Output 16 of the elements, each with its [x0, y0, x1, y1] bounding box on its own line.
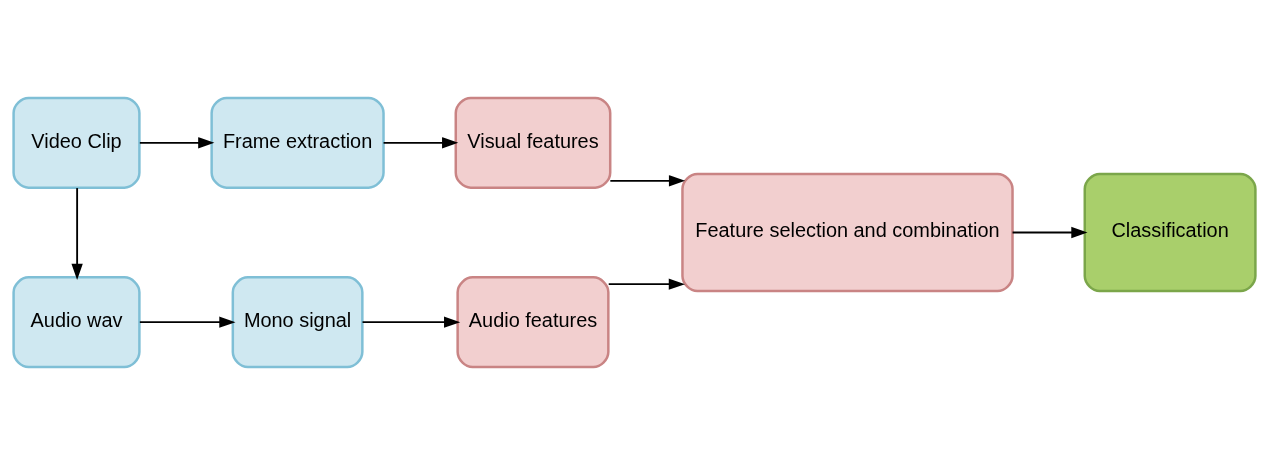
node-box: Visual features: [454, 96, 612, 189]
node-box: Feature selection and combination: [681, 172, 1014, 292]
arrow: [71, 186, 83, 280]
arrow: [607, 278, 685, 290]
node-box: Classification: [1083, 172, 1257, 292]
arrow: [138, 136, 215, 148]
arrow: [382, 136, 459, 148]
node-box: Mono signal: [231, 275, 364, 368]
node-box: Audio wav: [12, 275, 141, 368]
arrow: [1011, 226, 1088, 238]
arrow: [138, 316, 236, 328]
arrow: [609, 174, 686, 186]
node-box: Audio features: [456, 275, 610, 368]
arrow: [361, 316, 461, 328]
node-box: Video Clip: [12, 96, 141, 189]
node-box: Frame extraction: [210, 96, 385, 189]
